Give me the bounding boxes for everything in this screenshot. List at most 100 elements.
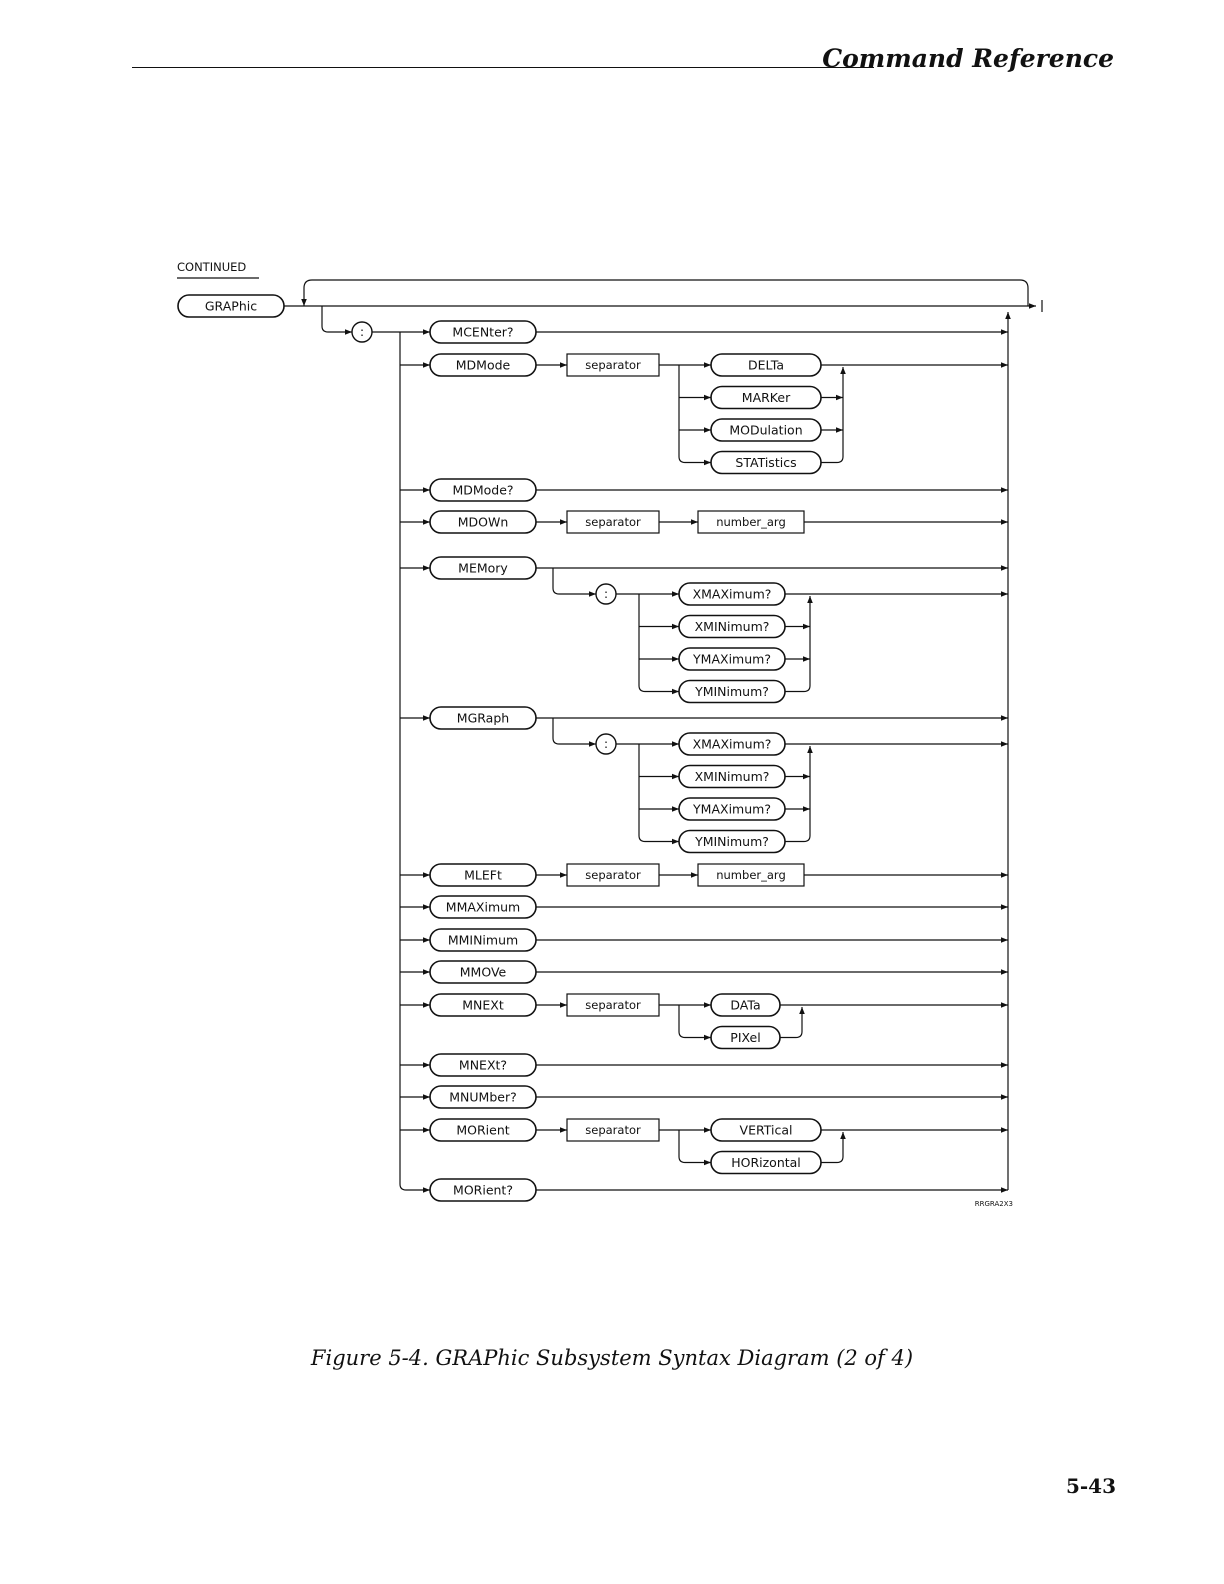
- parameter-text: number_arg: [716, 515, 786, 529]
- keyword-mmove: MMOVe: [429, 960, 537, 984]
- keyword-text: YMAXimum?: [692, 802, 771, 817]
- figure-caption: Figure 5-4. GRAPhic Subsystem Syntax Dia…: [310, 1346, 914, 1370]
- parameter-text: separator: [585, 515, 641, 529]
- connector-line: [399, 1183, 430, 1193]
- keyword-text: MDMode?: [452, 483, 513, 498]
- colon-separator: :: [595, 583, 617, 605]
- continued-label: CONTINUED: [177, 260, 246, 274]
- query-yminimum: YMINimum?: [678, 679, 786, 704]
- repeat-loop-line: [301, 279, 1029, 306]
- keyword-mleft: MLEFt: [429, 863, 537, 887]
- keyword-text: MLEFt: [464, 868, 502, 883]
- query-xminimum: XMINimum?: [678, 614, 786, 639]
- keyword-mgraph: MGRaph: [429, 706, 537, 730]
- keyword-text: MODulation: [729, 423, 802, 438]
- keyword-mmaximum: MMAXimum: [429, 895, 537, 919]
- keyword-text: MORient: [456, 1123, 509, 1138]
- keyword-mdown: MDOWn: [429, 510, 537, 534]
- option-vertical: VERTical: [710, 1118, 822, 1142]
- keyword-text: MNEXt?: [459, 1058, 507, 1073]
- parameter-text: number_arg: [716, 868, 786, 882]
- keyword-mdmode: MDMode: [429, 353, 537, 377]
- connector-line: [638, 685, 679, 695]
- figure-code: RRGRA2X3: [975, 1200, 1013, 1208]
- keyword-mnext: MNEXt: [429, 993, 537, 1017]
- connector-line: [638, 835, 679, 845]
- keyword-text: YMAXimum?: [692, 652, 771, 667]
- keyword-text: DATa: [730, 998, 760, 1013]
- separator-box: separator: [566, 510, 660, 534]
- connector-line: [780, 1007, 805, 1039]
- keyword-text: GRAPhic: [205, 299, 257, 314]
- colon-separator: :: [595, 733, 617, 755]
- keyword-text: YMINimum?: [694, 684, 769, 699]
- keyword-text: MDOWn: [458, 515, 509, 530]
- keyword-text: YMINimum?: [694, 834, 769, 849]
- separator-box: separator: [566, 863, 660, 887]
- connector-line: [821, 367, 846, 464]
- keyword-text: MMINimum: [448, 933, 518, 948]
- argument-box: number_arg: [697, 863, 805, 887]
- keyword-mdmode: MDMode?: [429, 478, 537, 502]
- keyword-mcenter: MCENter?: [429, 320, 537, 344]
- connector-line: [321, 306, 352, 335]
- separator-symbol: :: [360, 325, 364, 339]
- separator-box: separator: [566, 1118, 660, 1142]
- keyword-text: MCENter?: [452, 325, 513, 340]
- keyword-mnext: MNEXt?: [429, 1053, 537, 1077]
- argument-box: number_arg: [697, 510, 805, 534]
- keyword-text: MMAXimum: [446, 900, 520, 915]
- keyword-mminimum: MMINimum: [429, 928, 537, 952]
- query-xmaximum: XMAXimum?: [678, 732, 786, 756]
- keyword-text: XMINimum?: [695, 769, 770, 784]
- keyword-text: MARKer: [742, 390, 791, 405]
- connector-line: [678, 1031, 711, 1041]
- separator-box: separator: [566, 353, 660, 377]
- connector-line: [678, 1156, 711, 1166]
- keyword-text: MNUMber?: [449, 1090, 516, 1105]
- query-ymaximum: YMAXimum?: [678, 647, 786, 671]
- keyword-mnumber: MNUMber?: [429, 1085, 537, 1109]
- parameter-text: separator: [585, 358, 641, 372]
- colon-separator: :: [351, 321, 373, 343]
- keyword-text: STATistics: [735, 455, 796, 470]
- option-data: DATa: [710, 993, 781, 1017]
- header-rule: [132, 67, 874, 68]
- header-title: Command Reference: [822, 44, 1114, 73]
- connector-line: [678, 456, 711, 466]
- connector-line: [785, 746, 813, 843]
- keyword-text: MNEXt: [462, 998, 504, 1013]
- keyword-graphic: GRAPhic: [177, 294, 285, 318]
- keyword-text: HORizontal: [731, 1155, 801, 1170]
- query-xmaximum: XMAXimum?: [678, 582, 786, 606]
- option-horizontal: HORizontal: [710, 1150, 822, 1175]
- separator-box: separator: [566, 993, 660, 1017]
- connector-line: [785, 596, 813, 693]
- query-xminimum: XMINimum?: [678, 764, 786, 789]
- keyword-text: XMAXimum?: [693, 737, 772, 752]
- connector-line: [552, 568, 596, 597]
- option-modulation: MODulation: [710, 418, 822, 442]
- parameter-text: separator: [585, 1123, 641, 1137]
- separator-symbol: :: [604, 587, 608, 601]
- keyword-text: MEMory: [458, 561, 508, 576]
- option-delta: DELTa: [710, 353, 822, 377]
- keyword-text: XMINimum?: [695, 619, 770, 634]
- keyword-memory: MEMory: [429, 556, 537, 580]
- query-ymaximum: YMAXimum?: [678, 797, 786, 821]
- connector-line: [552, 718, 596, 747]
- parameter-text: separator: [585, 868, 641, 882]
- option-pixel: PIXel: [710, 1025, 781, 1050]
- option-statistics: STATistics: [710, 450, 822, 475]
- keyword-text: VERTical: [740, 1123, 793, 1138]
- keyword-text: DELTa: [748, 358, 784, 373]
- keyword-text: MORient?: [453, 1183, 513, 1198]
- separator-symbol: :: [604, 737, 608, 751]
- parameter-text: separator: [585, 998, 641, 1012]
- option-marker: MARKer: [710, 385, 822, 410]
- keyword-morient: MORient?: [429, 1178, 537, 1202]
- keyword-text: PIXel: [730, 1030, 760, 1045]
- connector-line: [821, 1132, 846, 1164]
- keyword-text: MGRaph: [457, 711, 509, 726]
